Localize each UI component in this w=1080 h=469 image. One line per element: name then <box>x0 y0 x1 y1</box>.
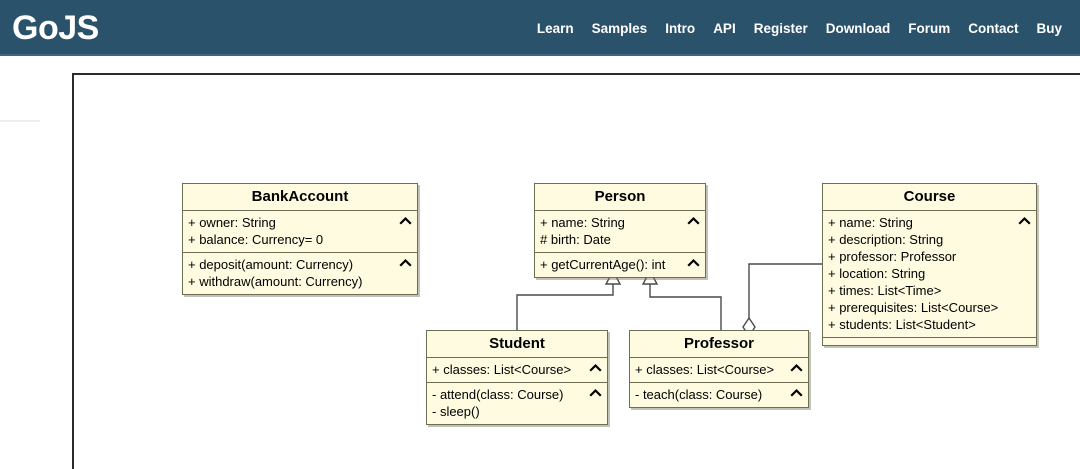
class-title: BankAccount <box>183 184 417 211</box>
nav-link-intro[interactable]: Intro <box>665 20 696 36</box>
uml-class-course[interactable]: Course + name: String + description: Str… <box>822 183 1037 346</box>
method-row: + withdraw(amount: Currency) <box>188 274 363 289</box>
gojs-logo[interactable]: GoJS <box>12 9 99 47</box>
site-header: GoJS Learn Samples Intro API Register Do… <box>0 0 1080 56</box>
property-row: + students: List<Student> <box>828 317 976 332</box>
methods-compartment: - attend(class: Course) - sleep() <box>427 383 607 424</box>
class-title: Professor <box>630 331 808 358</box>
property-row: + name: String <box>828 215 913 230</box>
nav-link-buy[interactable]: Buy <box>1036 20 1062 36</box>
chevron-up-icon[interactable] <box>790 387 803 399</box>
uml-class-student[interactable]: Student + classes: List<Course> - attend… <box>426 330 608 425</box>
nav-link-learn[interactable]: Learn <box>536 20 574 36</box>
property-row: + location: String <box>828 266 926 281</box>
chevron-up-icon[interactable] <box>687 215 700 227</box>
property-row: + owner: String <box>188 215 276 230</box>
chevron-up-icon[interactable] <box>1018 215 1031 227</box>
property-row: # birth: Date <box>540 232 611 247</box>
sidebar-divider <box>0 120 40 122</box>
chevron-up-icon[interactable] <box>399 215 412 227</box>
class-title: Person <box>535 184 705 211</box>
property-row: + description: String <box>828 232 944 247</box>
method-row: + getCurrentAge(): int <box>540 257 666 272</box>
property-row: + classes: List<Course> <box>635 362 775 377</box>
class-title: Student <box>427 331 607 358</box>
uml-class-professor[interactable]: Professor + classes: List<Course> - teac… <box>629 330 809 408</box>
chevron-up-icon[interactable] <box>790 362 803 374</box>
class-title: Course <box>823 184 1036 211</box>
method-row: - sleep() <box>432 404 480 419</box>
property-row: + times: List<Time> <box>828 283 942 298</box>
link-professor-to-person <box>641 269 722 330</box>
nav-link-forum[interactable]: Forum <box>908 20 951 36</box>
chevron-up-icon[interactable] <box>399 257 412 269</box>
main-navigation: Learn Samples Intro API Register Downloa… <box>537 0 1062 56</box>
link-student-to-person <box>516 269 622 330</box>
methods-compartment: + getCurrentAge(): int <box>535 253 705 277</box>
methods-compartment: - teach(class: Course) <box>630 383 808 407</box>
method-row: - attend(class: Course) <box>432 387 564 402</box>
property-row: + prerequisites: List<Course> <box>828 300 999 315</box>
property-row: + name: String <box>540 215 625 230</box>
nav-link-contact[interactable]: Contact <box>968 20 1019 36</box>
nav-link-register[interactable]: Register <box>753 20 808 36</box>
properties-compartment: + owner: String + balance: Currency= 0 <box>183 211 417 253</box>
uml-class-bankaccount[interactable]: BankAccount + owner: String + balance: C… <box>182 183 418 295</box>
methods-compartment <box>823 338 1036 345</box>
nav-link-samples[interactable]: Samples <box>591 20 648 36</box>
uml-class-person[interactable]: Person + name: String # birth: Date + ge… <box>534 183 706 278</box>
method-row: - teach(class: Course) <box>635 387 763 402</box>
link-professor-to-course <box>742 263 822 338</box>
methods-compartment: + deposit(amount: Currency) + withdraw(a… <box>183 253 417 294</box>
chevron-up-icon[interactable] <box>589 362 602 374</box>
properties-compartment: + name: String # birth: Date <box>535 211 705 253</box>
nav-link-api[interactable]: API <box>713 20 736 36</box>
method-row: + deposit(amount: Currency) <box>188 257 354 272</box>
property-row: + classes: List<Course> <box>432 362 572 377</box>
property-row: + professor: Professor <box>828 249 957 264</box>
nav-link-download[interactable]: Download <box>825 20 891 36</box>
chevron-up-icon[interactable] <box>589 387 602 399</box>
properties-compartment: + name: String + description: String + p… <box>823 211 1036 338</box>
uml-class-diagram-canvas[interactable]: Person (generalization) --> Person (gene… <box>72 73 1080 469</box>
properties-compartment: + classes: List<Course> <box>630 358 808 383</box>
property-row: + balance: Currency= 0 <box>188 232 324 247</box>
properties-compartment: + classes: List<Course> <box>427 358 607 383</box>
chevron-up-icon[interactable] <box>687 257 700 269</box>
